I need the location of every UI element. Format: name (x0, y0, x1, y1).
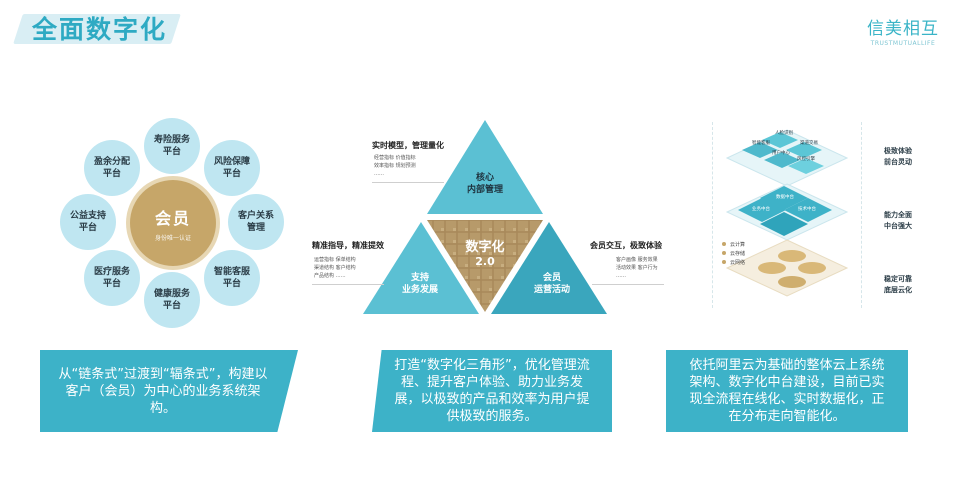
left-note-heading: 精准指导，精准提效 (312, 241, 384, 250)
cloud-disc-4 (778, 276, 806, 288)
cloud-disc-3 (798, 262, 826, 274)
layer-title-bottom: 稳定可靠 底层云化 (884, 275, 912, 294)
triangle-left-label: 支持 业务发展 (401, 273, 438, 295)
front-tag-5: 风控引擎 (797, 157, 815, 162)
page-title: 全面数字化 (32, 15, 168, 44)
triangle-top (427, 120, 543, 214)
cloud-disc-1 (778, 250, 806, 262)
legend-dot-3 (722, 260, 726, 264)
triangle-right-label: 会员 运营活动 (533, 273, 570, 295)
petal-medical-service: 医疗服务 平台 (84, 250, 140, 306)
caption-triangle: 打造“数字化三角形”，优化管理流程、提升客户体验、助力业务发展，以极致的产品和效… (372, 350, 612, 432)
legend-label-2: 云存储 (730, 251, 746, 257)
legend-label-1: 云计算 (730, 242, 746, 248)
front-tile-3 (742, 142, 778, 158)
top-note-divider (372, 182, 444, 183)
petal-crm: 客户关系 管理 (228, 194, 284, 250)
mid-tag-2: 业务中台 (752, 207, 770, 212)
layer-title-front: 极致体验 前台灵动 (884, 147, 912, 166)
petal-charity-support: 公益支持 平台 (60, 194, 116, 250)
right-note-text: 客户画像 服务效果 活动效果 客户行为 …… (616, 257, 658, 279)
mid-tag-3: 技术中台 (798, 207, 816, 212)
front-tile-1 (762, 132, 798, 148)
member-center-title: 会员 (154, 208, 191, 228)
member-center-circle: 会员 身份唯一认证 (130, 180, 216, 266)
front-tag-2: 渠道交易 (800, 141, 818, 146)
top-note-text: 经营指标 价值指标 效率指标 规划预测 …… (374, 155, 416, 177)
triangle-center-label: 数字化 (465, 240, 505, 255)
brand-logo: 信美相互 TRUSTMUTUALLIFE (867, 14, 939, 47)
front-tag-1: 人脸识别 (775, 131, 793, 136)
triangle-center (427, 220, 543, 312)
mid-tag-1: 数据中台 (776, 195, 794, 200)
triangle-top-label: 核心 内部管理 (466, 173, 503, 195)
front-tile-2 (786, 142, 822, 158)
triangle-center-version: 2.0 (475, 255, 495, 268)
mid-tile-2 (738, 198, 786, 222)
front-tile-4 (764, 152, 800, 168)
legend-label-3: 云网络 (730, 260, 746, 266)
cloud-architecture-diagram (722, 129, 849, 297)
bottom-layer-platform (725, 239, 849, 297)
petal-smart-service: 智能客服 平台 (204, 250, 260, 306)
petal-health-service: 健康服务 平台 (144, 272, 200, 328)
top-note-heading: 实时模型，管理量化 (372, 141, 444, 150)
caption-member: 从“链条式”过渡到“辐条式”，构建以客户（会员）为中心的业务系统架构。 (40, 350, 298, 432)
layer-title-middle: 能力全面 中台强大 (884, 211, 912, 230)
front-tag-4: 用户中心 (772, 151, 790, 156)
triangle-left (363, 222, 479, 314)
logo-subtext: TRUSTMUTUALLIFE (870, 40, 936, 47)
logo-text: 信美相互 (867, 19, 939, 39)
front-tile-5 (788, 158, 824, 174)
member-center-subtitle: 身份唯一认证 (154, 234, 191, 242)
cloud-disc-2 (758, 262, 786, 274)
architecture-frame (712, 122, 862, 308)
front-tag-3: 智能客服 (752, 141, 770, 146)
caption-cloud: 依托阿里云为基础的整体云上系统架构、数字化中台建设，目前已实现全流程在线化、实时… (666, 350, 908, 432)
left-note-text: 运营指标 保单结构 渠道结构 客户结构 产品结构 …… (314, 257, 356, 279)
petal-surplus-distribution: 盈余分配 平台 (84, 140, 140, 196)
right-note-divider (592, 284, 664, 285)
petal-risk-protection: 风险保障 平台 (204, 140, 260, 196)
digital-triangle-diagram (363, 120, 607, 314)
left-note-divider (312, 284, 384, 285)
right-note-heading: 会员交互，极致体验 (590, 241, 662, 250)
petal-life-insurance: 寿险服务 平台 (144, 118, 200, 174)
mid-tile-4 (760, 212, 808, 236)
mid-tile-3 (784, 198, 832, 222)
legend-dot-2 (722, 251, 726, 255)
legend-dot-1 (722, 242, 726, 246)
triangle-right (491, 222, 607, 314)
